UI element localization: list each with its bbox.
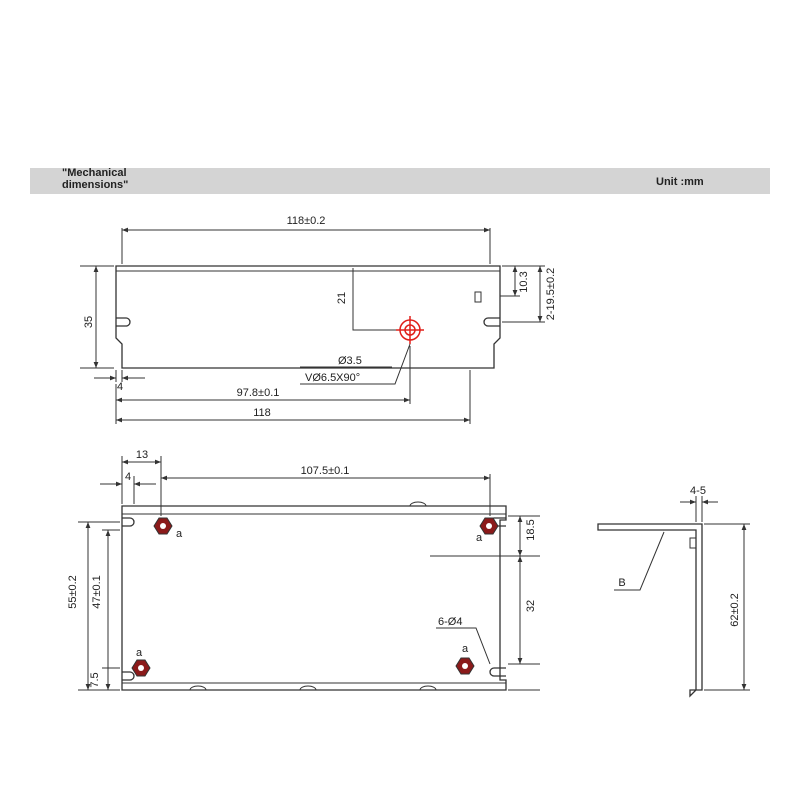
mounting-hole-icon: [479, 517, 499, 535]
hole-diameter-label: Ø3.5: [338, 355, 362, 367]
dim-left-margin: 4: [117, 381, 123, 393]
dim-overall-width: 118±0.2: [287, 215, 326, 227]
vent-icon: [474, 291, 482, 303]
hole-crosshair-icon: [396, 316, 424, 344]
dim-right-top: 18.5: [525, 519, 537, 540]
side-view-profile: [597, 523, 703, 698]
holes-label: 6-Ø4: [438, 616, 462, 628]
unit-label: Unit :mm: [656, 176, 704, 188]
dim-hole-span: 107.5±0.1: [301, 465, 350, 477]
top-view: [80, 227, 545, 424]
right-slot: [483, 317, 500, 327]
dim-bottom-offset: 7.5: [89, 672, 101, 687]
hole-marker-label: a: [476, 532, 483, 544]
label-b: B: [618, 577, 625, 589]
dim-height-total: 55±0.2: [67, 575, 79, 609]
dim-right-b: 2-19.5±0.2: [545, 268, 557, 321]
side-view: [597, 496, 750, 698]
dim-height-inner: 47±0.1: [91, 575, 103, 609]
dim-4: 4: [125, 471, 131, 483]
dim-thickness: 4-5: [690, 485, 706, 497]
mounting-hole-icon: [131, 659, 151, 677]
header-band: [30, 168, 770, 194]
dim-base-width: 118: [253, 407, 271, 419]
countersink-label: VØ6.5X90°: [305, 372, 360, 384]
dim-hole-position: 97.8±0.1: [237, 387, 280, 399]
top-view-body: [115, 265, 501, 369]
bottom-view: [78, 456, 540, 691]
dim-hole-offset: 21: [336, 292, 348, 304]
bottom-view-body: [121, 505, 507, 691]
dim-right-mid: 32: [525, 600, 537, 612]
mounting-hole-icon: [455, 657, 475, 675]
dim-right-a: 10.3: [518, 271, 530, 292]
hole-marker-label: a: [462, 643, 469, 655]
mounting-hole-icon: [153, 517, 173, 535]
left-slot: [116, 317, 131, 327]
header-title: "Mechanical dimensions": [62, 167, 129, 191]
hole-marker-label: a: [176, 528, 183, 540]
dim-side-height: 62±0.2: [729, 593, 741, 627]
hole-marker-label: a: [136, 647, 143, 659]
dim-height: 35: [83, 316, 95, 328]
dim-13: 13: [136, 449, 148, 461]
